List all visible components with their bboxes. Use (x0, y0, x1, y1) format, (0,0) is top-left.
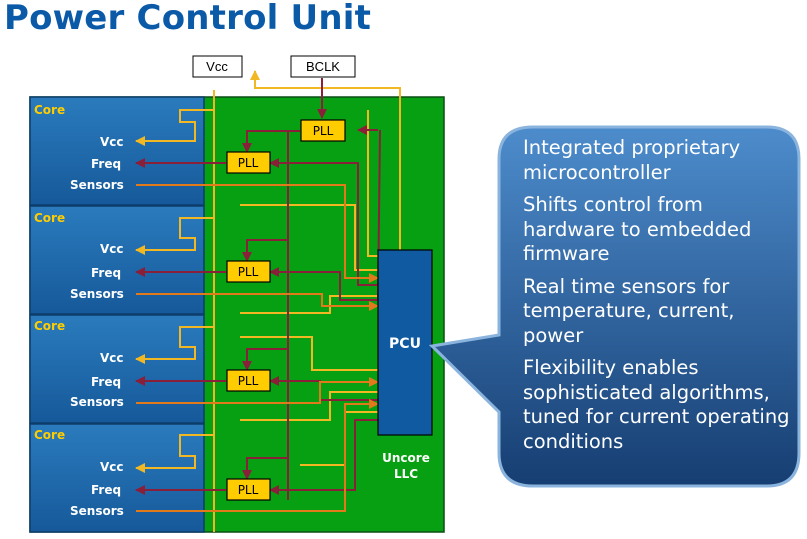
llc-label: LLC (394, 467, 418, 481)
callout-item: Flexibility enables sophisticated algori… (523, 356, 790, 453)
callout-text: Integrated proprietary microcontroller S… (523, 136, 791, 462)
uncore-label: Uncore (382, 451, 430, 465)
pll-core-2: PLL (226, 260, 271, 283)
pll-uncore: PLL (300, 119, 346, 142)
core-sensors-label: Sensors (70, 287, 124, 301)
pll-core-1: PLL (226, 151, 271, 174)
core-label: Core (34, 319, 65, 333)
page-title: Power Control Unit (4, 0, 372, 38)
pll-label: PLL (238, 156, 259, 170)
core-label: Core (34, 428, 65, 442)
core-freq-label: Freq (91, 483, 121, 497)
core-vcc-label: Vcc (100, 351, 124, 365)
bclk-input-box: BCLK (290, 55, 356, 78)
pll-label: PLL (238, 265, 259, 279)
core-block-1: Core Vcc Freq Sensors (29, 96, 205, 206)
core-freq-label: Freq (91, 266, 121, 280)
pcu-label: PCU (389, 336, 421, 352)
vcc-input-box: Vcc (192, 55, 243, 78)
vcc-input-label: Vcc (206, 59, 228, 74)
pll-core-4: PLL (226, 478, 271, 501)
core-sensors-label: Sensors (70, 178, 124, 192)
callout-item: Real time sensors for temperature, curre… (523, 274, 735, 347)
bclk-input-label: BCLK (306, 59, 340, 74)
core-block-3: Core Vcc Freq Sensors (29, 314, 205, 424)
pll-core-3: PLL (226, 369, 271, 392)
callout-bubble (428, 125, 801, 488)
callout-item: Integrated proprietary microcontroller (523, 136, 741, 184)
vcc-wires (135, 70, 401, 532)
core-sensors-label: Sensors (70, 504, 124, 518)
sensor-wires (136, 184, 379, 512)
core-vcc-label: Vcc (100, 135, 124, 149)
pll-label: PLL (313, 124, 334, 138)
core-sensors-label: Sensors (70, 395, 124, 409)
pcu-block: PCU (377, 249, 433, 436)
core-block-2: Core Vcc Freq Sensors (29, 205, 205, 315)
core-freq-label: Freq (91, 375, 121, 389)
core-vcc-label: Vcc (100, 242, 124, 256)
core-label: Core (34, 211, 65, 225)
pll-label: PLL (238, 374, 259, 388)
core-freq-label: Freq (91, 157, 121, 171)
core-block-4: Core Vcc Freq Sensors (29, 423, 205, 533)
core-label: Core (34, 103, 65, 117)
pll-label: PLL (238, 483, 259, 497)
callout-item: Shifts control from hardware to embedded… (523, 193, 752, 265)
core-vcc-label: Vcc (100, 460, 124, 474)
